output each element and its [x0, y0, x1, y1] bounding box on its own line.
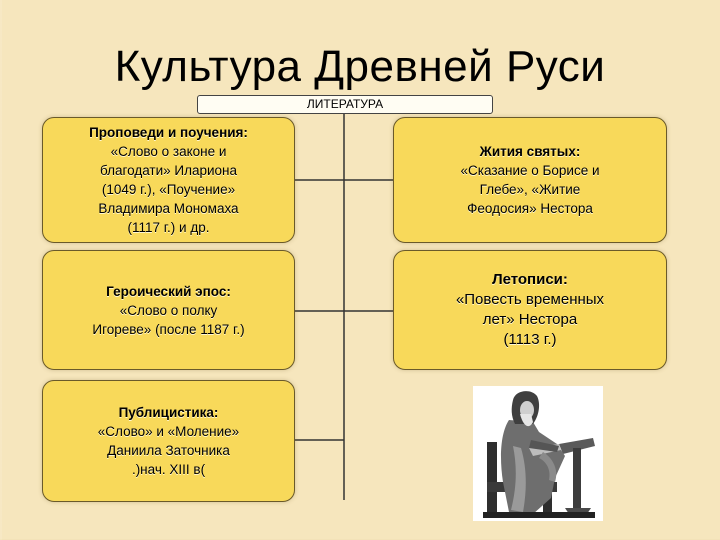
card-line: (1049 г.), «Поучение» — [101, 182, 236, 197]
card-line: Даниила Заточника — [107, 443, 230, 458]
card-line: .)нач. XIII в( — [131, 462, 206, 477]
card-heading: Проповеди и поучения: — [89, 125, 248, 140]
card-line: (1113 г.) — [503, 331, 557, 348]
card-lives-of-saints: Жития святых: «Сказание о Борисе и Глебе… — [393, 117, 667, 243]
card-heading: Публицистика: — [118, 405, 219, 420]
literature-header: ЛИТЕРАТУРА — [197, 95, 493, 114]
slide-title: Культура Древней Руси — [114, 42, 606, 91]
card-heading: Героический эпос: — [106, 283, 231, 299]
card-line: «Слово о полку — [119, 302, 218, 318]
card-line: Феодосия» Нестора — [467, 201, 593, 216]
card-line: «Повесть временных — [455, 291, 605, 308]
card-line: Глебе», «Житие — [479, 182, 581, 197]
card-line: благодати» Илариона — [99, 163, 238, 178]
card-line: Владимира Мономаха — [98, 201, 239, 216]
card-line: «Слово» и «Моление» — [97, 424, 240, 439]
card-chronicles: Летописи: «Повесть временных лет» Нестор… — [393, 250, 667, 370]
card-publicism: Публицистика: «Слово» и «Моление» Даниил… — [42, 380, 295, 502]
card-line: (1117 г.) и др. — [127, 220, 210, 235]
card-line: лет» Нестора — [482, 311, 578, 328]
card-heroic-epic: Героический эпос: «Слово о полку Игореве… — [42, 250, 295, 370]
card-sermons: Проповеди и поучения: «Слово о законе и … — [42, 117, 295, 243]
card-line: «Слово о законе и — [110, 144, 227, 159]
card-heading: Летописи: — [492, 271, 568, 288]
statue-of-nestor-chronicler-icon — [473, 386, 603, 521]
card-line: Игореве» (после 1187 г.) — [92, 321, 245, 337]
card-heading: Жития святых: — [479, 144, 581, 159]
card-line: «Сказание о Борисе и — [460, 163, 600, 178]
